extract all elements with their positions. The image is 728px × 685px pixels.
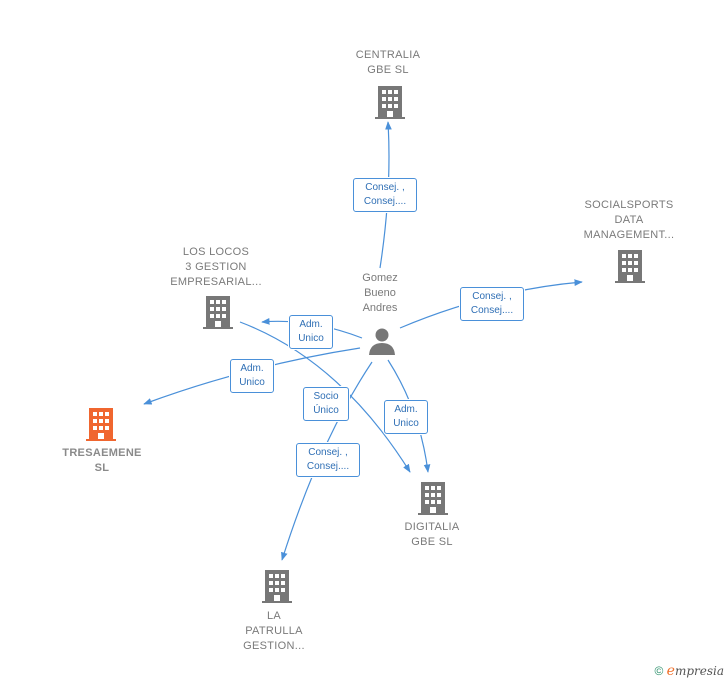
building-icon[interactable]: [375, 84, 405, 120]
relation-label-tresaemene: Adm. Unico: [230, 359, 274, 393]
company-label-centralia[interactable]: CENTRALIA GBE SL: [355, 49, 421, 76]
person-name[interactable]: Gomez Bueno Andres: [362, 272, 398, 314]
relation-label-socio: Socio Único: [303, 387, 349, 421]
building-icon[interactable]: [203, 294, 233, 330]
brand-logo-e: e: [666, 663, 675, 679]
relation-label-lapatrulla: Consej. , Consej....: [296, 443, 360, 477]
brand-logo-text: mpresia: [674, 664, 724, 678]
building-icon[interactable]: [418, 480, 448, 516]
company-label-socialsports[interactable]: SOCIALSPORTS DATA MANAGEMENT...: [583, 199, 675, 241]
company-label-loslocos[interactable]: LOS LOCOS 3 GESTION EMPRESARIAL...: [170, 246, 262, 288]
relation-label-centralia: Consej. , Consej....: [353, 178, 417, 212]
company-label-lapatrulla[interactable]: LA PATRULLA GESTION...: [243, 610, 305, 652]
company-label-tresaemene[interactable]: TRESAEMENE SL: [62, 447, 142, 474]
edge-socio-to-digitalia: [239, 321, 411, 473]
relation-label-digitalia: Adm. Unico: [384, 400, 428, 434]
person-icon[interactable]: [367, 326, 397, 356]
relation-label-loslocos: Adm. Unico: [289, 315, 333, 349]
company-label-digitalia[interactable]: DIGITALIA GBE SL: [404, 521, 460, 548]
brand-footer: © empresia: [654, 663, 724, 679]
building-icon[interactable]: [262, 568, 292, 604]
relation-label-socialsports: Consej. , Consej....: [460, 287, 524, 321]
building-icon[interactable]: [615, 248, 645, 284]
building-icon[interactable]: [86, 406, 116, 442]
copyright-symbol: ©: [654, 664, 664, 678]
